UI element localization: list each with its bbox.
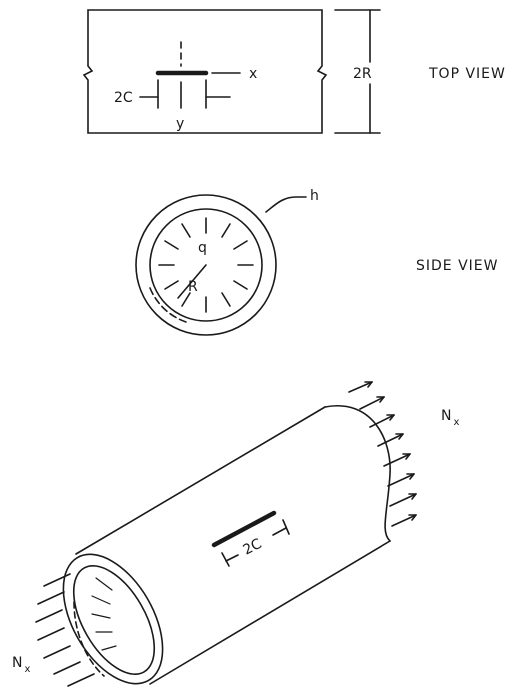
iso-dim-left-ext xyxy=(221,552,230,567)
iso-label-2c: 2C xyxy=(241,536,265,559)
cyl-far-end xyxy=(324,404,391,542)
near-pressure-ticks xyxy=(91,577,117,651)
top-label-x: x xyxy=(249,66,257,82)
iso-view xyxy=(35,381,417,687)
cyl-near-outer-ring xyxy=(62,553,164,685)
pressure-ticks xyxy=(158,217,254,313)
top-label-2c: 2C xyxy=(114,90,133,106)
load-right-main: N xyxy=(441,408,451,424)
side-outer-circle xyxy=(135,194,277,336)
top-label-y: y xyxy=(176,116,184,132)
top-label-2r: 2R xyxy=(353,66,372,82)
top-view-outline xyxy=(82,9,328,134)
load-right-sub: x xyxy=(453,417,459,428)
side-label-q: q xyxy=(198,240,207,256)
side-label-h: h xyxy=(310,188,319,204)
load-left-main: N xyxy=(12,655,22,671)
top-view xyxy=(82,9,381,134)
iso-dim-right-leader xyxy=(272,527,287,536)
near-crack-trace xyxy=(73,601,105,677)
iso-crack xyxy=(211,510,277,548)
side-view-caption: SIDE VIEW xyxy=(416,258,499,274)
right-load-arrows xyxy=(348,381,417,527)
iso-dim-left-leader xyxy=(225,554,239,562)
load-left-sub: x xyxy=(24,664,30,675)
iso-dim-right-ext xyxy=(282,519,290,535)
side-crack-arc xyxy=(149,287,187,323)
thickness-leader xyxy=(265,196,307,213)
side-label-r: R xyxy=(188,279,198,295)
cyl-bottom-edge xyxy=(149,540,391,685)
radius-line xyxy=(177,264,207,299)
cyl-top-edge xyxy=(75,406,326,555)
side-inner-circle xyxy=(149,208,263,322)
left-load-arrows xyxy=(35,573,95,687)
side-view xyxy=(135,194,307,336)
top-view-caption: TOP VIEW xyxy=(428,66,506,82)
cyl-near-inner-ring xyxy=(72,564,156,676)
